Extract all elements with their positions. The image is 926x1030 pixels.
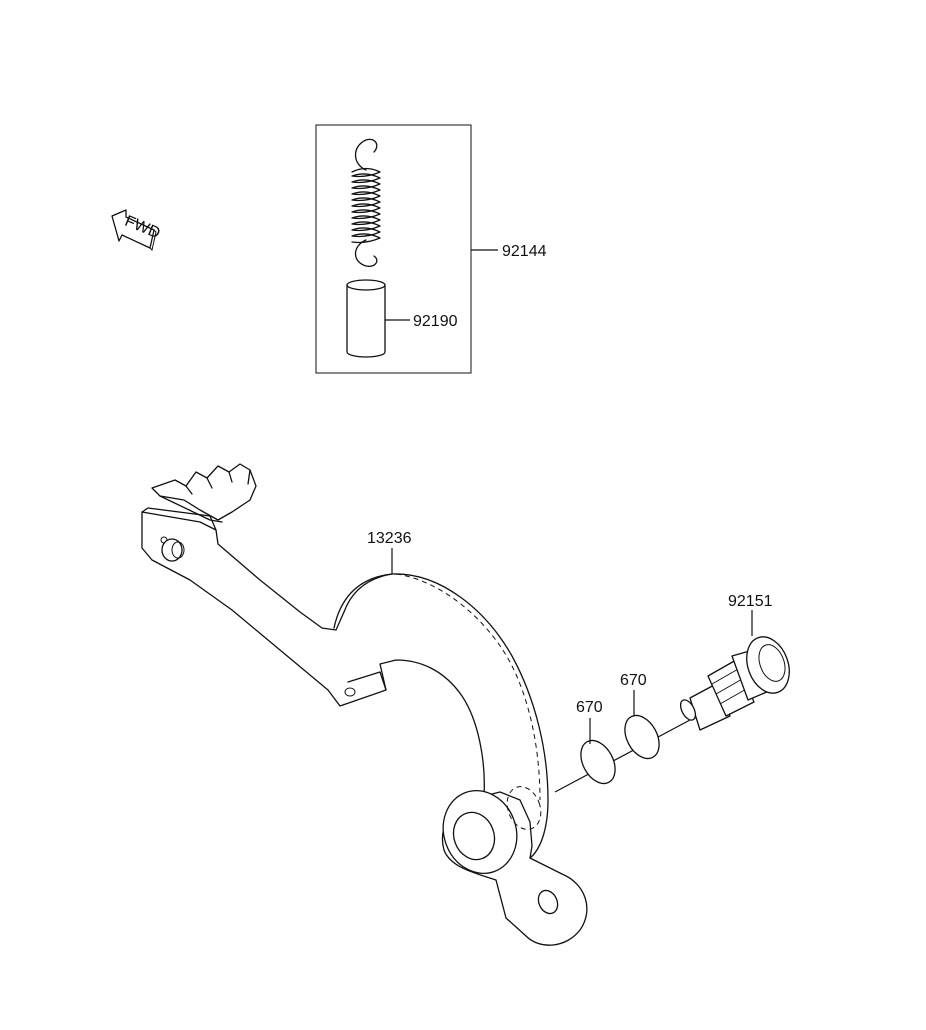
label-670-a: 670: [576, 699, 603, 716]
oring-a-drawing: [580, 739, 616, 785]
label-670-b: 670: [620, 672, 647, 689]
collar-drawing: [346, 279, 386, 358]
label-92151: 92151: [728, 593, 773, 610]
kit-box: [315, 124, 472, 374]
pivot-axis-line: [554, 719, 691, 793]
label-92190: 92190: [413, 313, 458, 330]
label-92144: 92144: [502, 243, 547, 260]
pivot-bolt-drawing: [679, 636, 790, 731]
oring-b-drawing: [624, 714, 660, 760]
fwd-arrow-icon: FWD: [111, 209, 162, 251]
spring-drawing: [351, 138, 381, 267]
brake-pedal-drawing: [141, 463, 588, 946]
label-13236: 13236: [367, 530, 412, 547]
